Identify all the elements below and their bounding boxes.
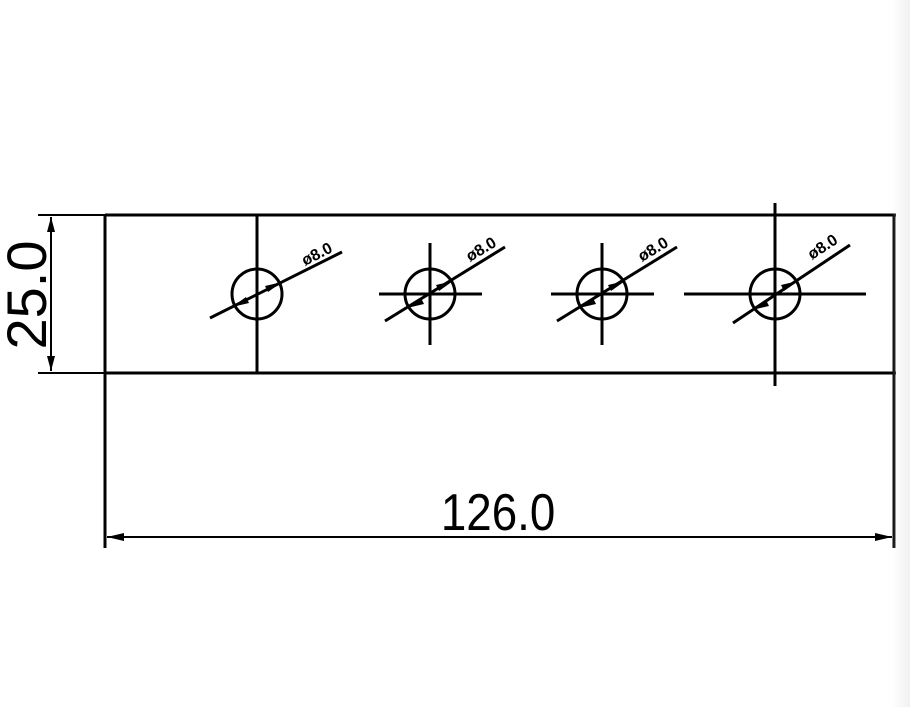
height-dimension-label: 25.0 [0,241,58,350]
height-dimension: 25.0 [0,214,135,374]
width-dimension-label: 126.0 [441,484,555,541]
width-dimension: 126.0 [107,484,892,542]
hole-3: ø8.0 [551,234,678,345]
hole-4: ø8.0 [684,203,866,386]
hole-2: ø8.0 [379,234,506,345]
hole-1: ø8.0 [209,215,343,373]
page-edge-shadow [892,0,910,707]
hole-4-diameter-label: ø8.0 [805,232,841,264]
